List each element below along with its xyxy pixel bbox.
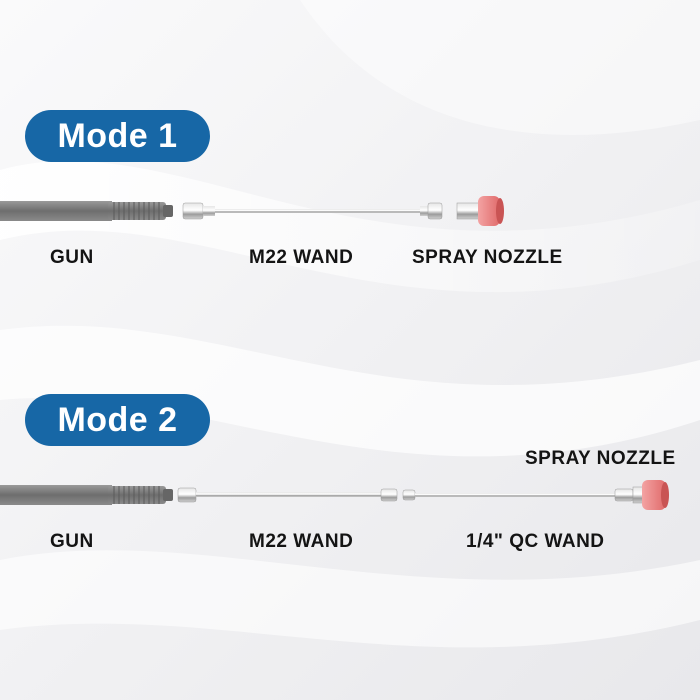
mode-1-title: Mode 1 [57, 116, 178, 155]
mode-1-spray-nozzle [456, 196, 504, 226]
mode-2-badge: Mode 2 [25, 394, 210, 446]
mode-2-wand-label: M22 WAND [249, 531, 354, 552]
mode-2-spray-nozzle [632, 480, 669, 510]
mode-1-badge: Mode 1 [25, 110, 210, 162]
mode-2-title: Mode 2 [57, 400, 178, 439]
mode-1-gun-label: GUN [50, 247, 94, 268]
mode-1-m22-wand [182, 202, 443, 220]
mode-2-gun-label: GUN [50, 531, 94, 552]
mode-2-nozzle-label: SPRAY NOZZLE [525, 448, 676, 469]
mode-1-nozzle-label: SPRAY NOZZLE [412, 247, 563, 268]
mode-2-m22-wand [177, 487, 398, 503]
mode-1-gun [0, 201, 173, 221]
mode-2-gun [0, 485, 173, 505]
mode-2-qc-wand-label: 1/4" QC WAND [466, 531, 605, 552]
mode-1-wand-label: M22 WAND [249, 247, 354, 268]
mode-2-qc-wand [402, 488, 634, 502]
